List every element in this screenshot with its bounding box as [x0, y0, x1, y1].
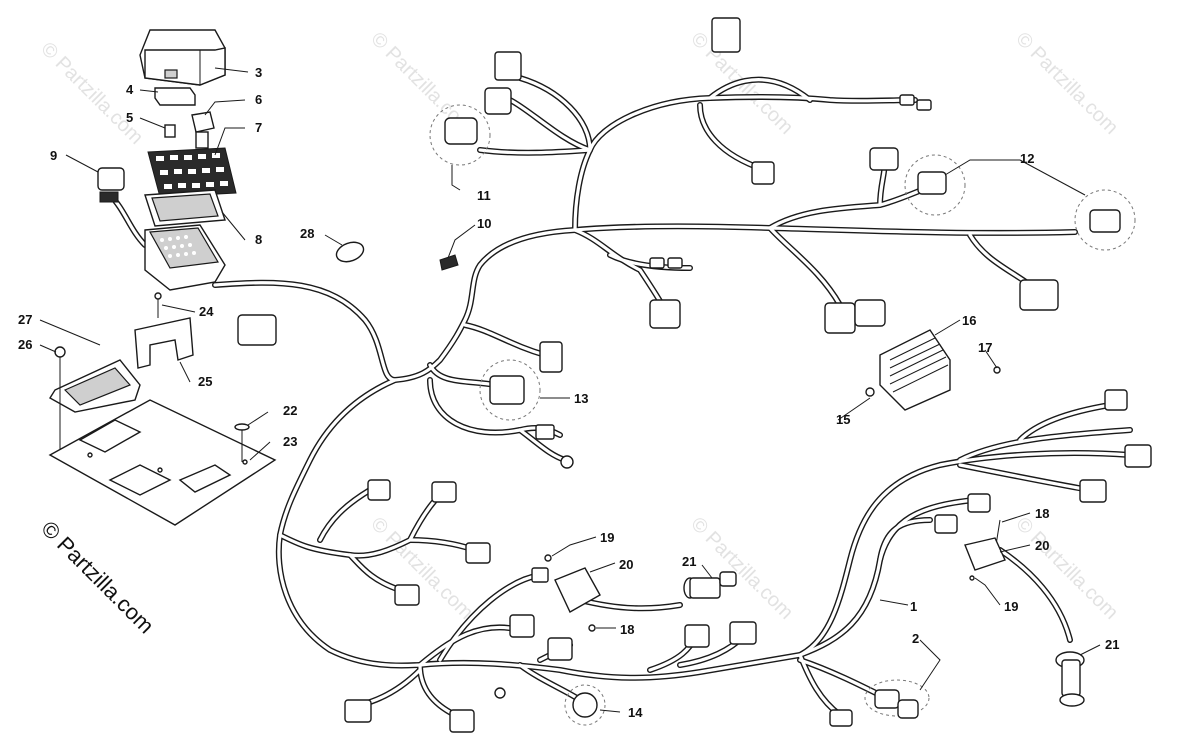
harness-branch-11-inner — [478, 148, 592, 155]
cable-tie-28 — [335, 241, 365, 263]
harness-branch-6pin-inner — [968, 233, 1032, 287]
screw-15 — [865, 387, 875, 397]
callout-1: 1 — [910, 599, 917, 614]
callout-10: 10 — [477, 216, 491, 231]
callout-labels: 3 4 5 6 7 8 9 10 11 12 13 14 15 16 17 18… — [18, 65, 1119, 720]
callout-27: 27 — [18, 312, 32, 327]
harness-bottom-branch-up2-inner — [438, 573, 542, 662]
connector-12 — [649, 17, 1136, 334]
callout-25: 25 — [198, 374, 212, 389]
harness-bottom-branch2-inner — [1018, 403, 1112, 442]
callout-17: 17 — [978, 340, 992, 355]
harness-20-left-inner — [578, 598, 682, 610]
harness-branch-left-mid-inner — [278, 493, 442, 558]
gasket-8 — [144, 189, 226, 227]
callout-3: 3 — [255, 65, 262, 80]
callout-16: 16 — [962, 313, 976, 328]
callout-18b: 18 — [1035, 506, 1049, 521]
wiring-harness — [107, 75, 1133, 718]
harness-branch-13-inner — [463, 323, 547, 357]
callout-19b: 19 — [1004, 599, 1018, 614]
nut-17 — [993, 366, 1001, 374]
harness-branch-dbl-inner — [768, 226, 842, 307]
module-27 — [49, 359, 141, 413]
callout-5: 5 — [126, 110, 133, 125]
harness-trunk-inner — [213, 224, 1077, 382]
harness-bottom-branch-up-inner — [418, 625, 522, 667]
callout-11: 11 — [477, 188, 491, 203]
callout-4: 4 — [126, 82, 134, 97]
callout-24: 24 — [199, 304, 214, 319]
bracket-25 — [134, 317, 194, 369]
harness-branch-left-mid2 — [347, 552, 403, 593]
label-10 — [439, 254, 459, 271]
plug-21-left — [683, 571, 737, 599]
harness-right-21-inner — [998, 548, 1072, 642]
connector-14 — [564, 684, 606, 726]
connector-9 — [97, 167, 125, 203]
callout-8: 8 — [255, 232, 262, 247]
harness-branch-top-inner — [518, 76, 592, 152]
callout-20b: 20 — [1035, 538, 1049, 553]
fuse-box-cover — [139, 29, 226, 86]
screw-24 — [154, 292, 162, 318]
harness-branch-left-mid4-inner — [318, 488, 372, 542]
callout-22: 22 — [283, 403, 297, 418]
fuse-holder-2 — [864, 679, 930, 719]
callout-6: 6 — [255, 92, 262, 107]
callout-7: 7 — [255, 120, 262, 135]
callout-9: 9 — [50, 148, 57, 163]
callout-2: 2 — [912, 631, 919, 646]
callout-21b: 21 — [1105, 637, 1119, 652]
harness-bottom-branch3-inner — [958, 463, 1092, 492]
harness-branch-left-mid2-inner — [348, 553, 402, 592]
mount-plate-23 — [48, 399, 277, 526]
harness-branch-4pin — [697, 102, 768, 173]
harness-branch-left-top-inner — [508, 98, 592, 152]
misc-connectors — [237, 94, 1152, 733]
harness-bottom-branch-down-inner — [418, 663, 457, 717]
callout-14: 14 — [628, 705, 643, 720]
relay-6 — [191, 111, 215, 149]
harness-branch-left-mid4 — [317, 487, 373, 543]
callout-15: 15 — [836, 412, 850, 427]
harness-branch-mid — [572, 227, 668, 313]
fuse-part-4 — [154, 87, 196, 106]
fuse-block-base — [144, 224, 226, 291]
harness-right-up2-inner — [878, 498, 977, 562]
harness-branch-12-inner — [768, 183, 937, 230]
callout-23: 23 — [283, 434, 297, 449]
fuse-strip-7 — [147, 147, 237, 198]
harness-branch-mid-inner — [573, 228, 667, 312]
harness-trunk-down-inner — [277, 378, 422, 668]
callout-18a: 18 — [620, 622, 634, 637]
callout-12: 12 — [1020, 151, 1034, 166]
callout-20a: 20 — [619, 557, 633, 572]
harness-bottom-branch1-inner — [958, 428, 1132, 462]
harness-branch-top2-inner — [708, 78, 812, 102]
callout-13: 13 — [574, 391, 588, 406]
fuse-part-5 — [164, 124, 176, 138]
callout-28: 28 — [300, 226, 314, 241]
harness-right-up-inner — [798, 518, 932, 657]
bracket-20-right — [964, 519, 1006, 581]
plug-21-right — [1055, 651, 1085, 707]
connector-13 — [479, 341, 574, 469]
watermark: © Partzilla.com — [366, 513, 477, 624]
screw-22 — [234, 423, 250, 462]
regulator-16 — [879, 329, 951, 411]
leader-lines — [39, 67, 1101, 713]
watermark: © Partzilla.com — [686, 513, 797, 624]
harness-branch-13b-inner — [428, 363, 497, 387]
callout-21a: 21 — [682, 554, 696, 569]
callout-19a: 19 — [600, 530, 614, 545]
watermark: © Partzilla.com — [1011, 28, 1122, 139]
watermark-main: © Partzilla.com — [36, 516, 159, 639]
bracket-20-left — [544, 554, 601, 632]
connector-11 — [429, 51, 522, 166]
callout-26: 26 — [18, 337, 32, 352]
